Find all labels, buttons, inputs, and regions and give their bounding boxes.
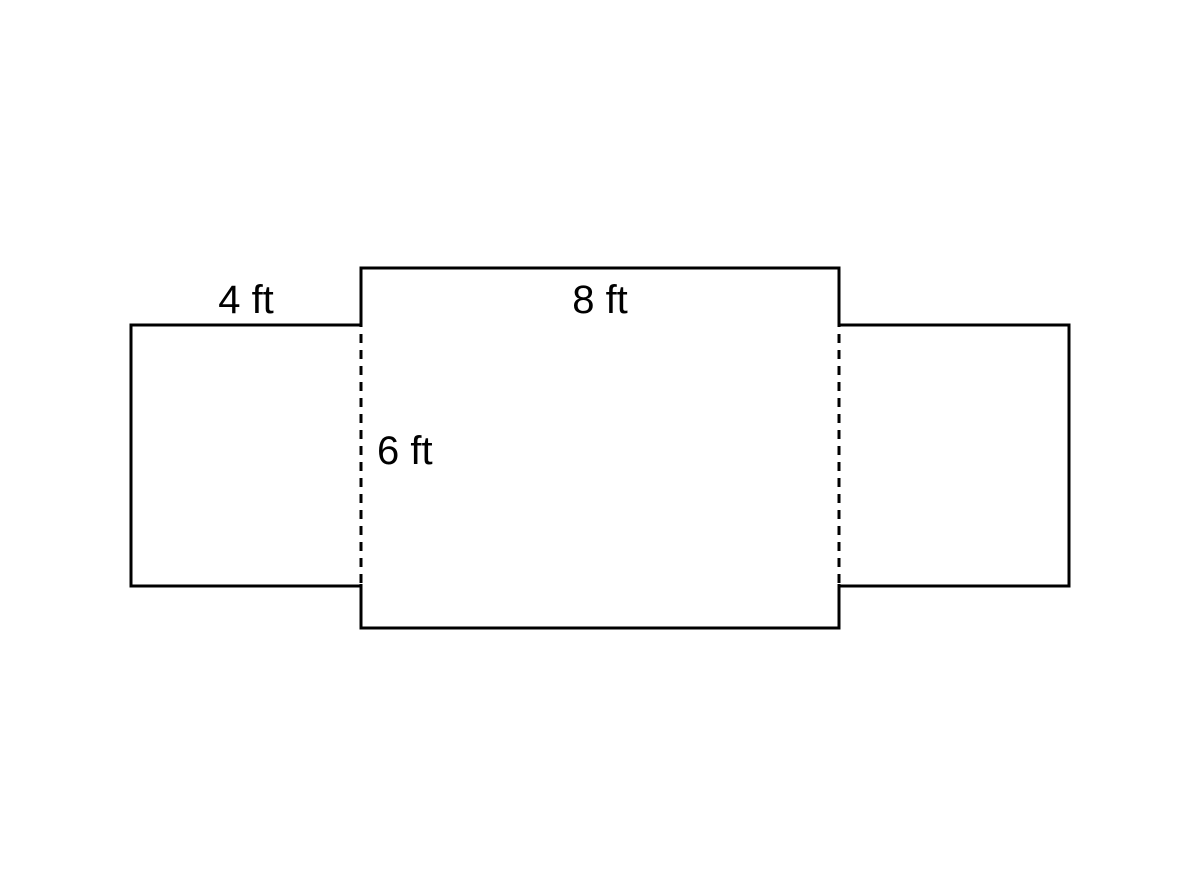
center-width-label: 8 ft [572, 278, 628, 322]
center-rectangle [359, 266, 841, 630]
height-label: 6 ft [377, 429, 433, 473]
side-width-label: 4 ft [218, 278, 274, 322]
left-flap [129, 323, 361, 588]
right-flap [839, 323, 1071, 588]
